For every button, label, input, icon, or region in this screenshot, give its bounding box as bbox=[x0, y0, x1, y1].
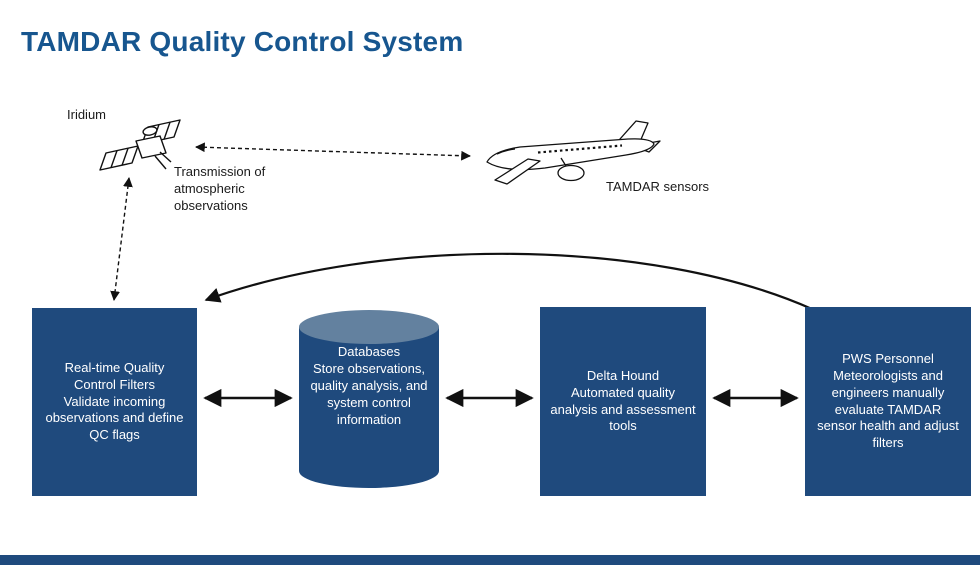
node-realtime-qc-filters: Real-time Quality Control Filters Valida… bbox=[32, 308, 197, 496]
node-pws-personnel: PWS Personnel Meteorologists and enginee… bbox=[805, 307, 971, 496]
node-delta-hound: Delta Hound Automated quality analysis a… bbox=[540, 307, 706, 496]
node-title: Databases bbox=[337, 344, 401, 359]
airplane-icon bbox=[486, 120, 661, 185]
cylinder-body bbox=[299, 327, 439, 488]
page-title: TAMDAR Quality Control System bbox=[21, 26, 464, 57]
node-title: Delta Hound bbox=[586, 367, 660, 383]
node-description: Validate incoming observations and defin… bbox=[45, 393, 184, 443]
node-text: PWS Personnel Meteorologists and enginee… bbox=[815, 351, 961, 452]
tamdar-sensors-label: TAMDAR sensors bbox=[606, 179, 710, 194]
satellite-icon bbox=[99, 119, 181, 171]
node-databases: Databases Store observations, quality an… bbox=[299, 310, 439, 488]
node-text: Databases Store observations, quality an… bbox=[299, 310, 439, 434]
arrow-satellite-filters bbox=[110, 177, 133, 301]
cylinder-top bbox=[299, 310, 439, 344]
node-description: Store observations, quality analysis, an… bbox=[310, 360, 428, 427]
footer-bar bbox=[0, 555, 980, 565]
transmission-label: Transmission of atmospheric observations bbox=[174, 164, 266, 213]
node-text: Delta Hound Automated quality analysis a… bbox=[550, 368, 696, 436]
node-description: Meteorologists and engineers manually ev… bbox=[817, 367, 959, 451]
node-description: Automated quality analysis and assessmen… bbox=[550, 384, 696, 434]
iridium-label: Iridium bbox=[67, 107, 107, 122]
node-text: Real-time Quality Control Filters Valida… bbox=[42, 360, 187, 444]
node-title: Real-time Quality Control Filters bbox=[64, 359, 165, 392]
arrow-satellite-plane bbox=[195, 142, 471, 161]
node-title: PWS Personnel bbox=[842, 350, 934, 366]
arrow-feedback-pws-to-filters bbox=[204, 252, 813, 311]
